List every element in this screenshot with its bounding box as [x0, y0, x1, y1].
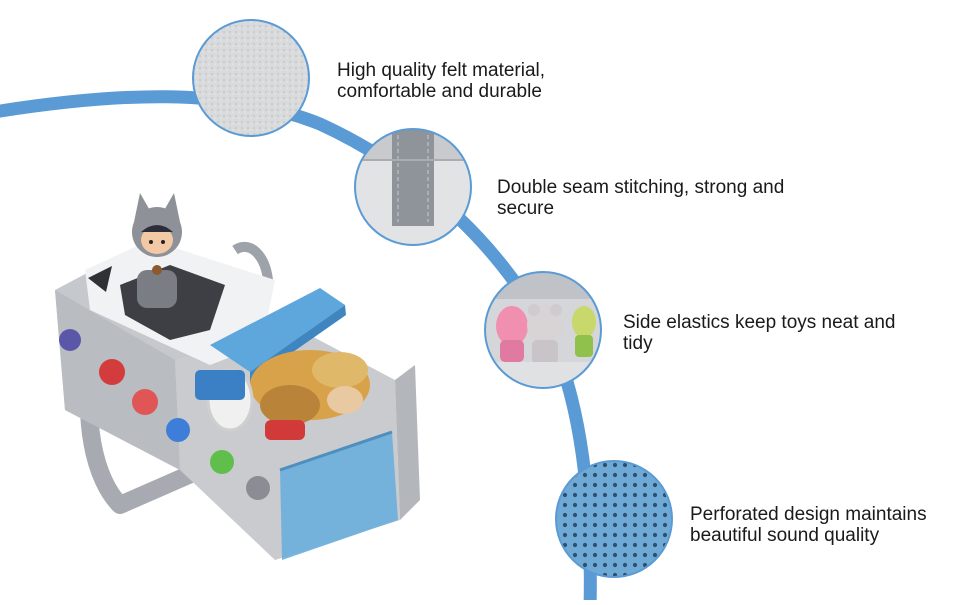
organizer-bag	[55, 193, 420, 560]
feature-text-seam-stitching: Double seam stitching, strong and secure	[497, 177, 785, 219]
perforated-mesh-icon	[555, 460, 673, 578]
blue-lid	[210, 288, 345, 372]
front-pocket	[280, 432, 398, 560]
felt-texture-icon	[192, 19, 310, 137]
side-figurines	[59, 329, 270, 500]
character-figurine	[132, 193, 182, 308]
feature-text-felt-material: High quality felt material, comfortable …	[337, 60, 546, 102]
seam-stitching-icon	[354, 128, 472, 246]
toy-figures-icon	[484, 271, 602, 389]
feature-text-perforated-design: Perforated design maintains beautiful so…	[690, 504, 927, 546]
toy-pile	[195, 350, 370, 440]
feature-text-side-elastics: Side elastics keep toys neat and tidy	[623, 312, 896, 354]
